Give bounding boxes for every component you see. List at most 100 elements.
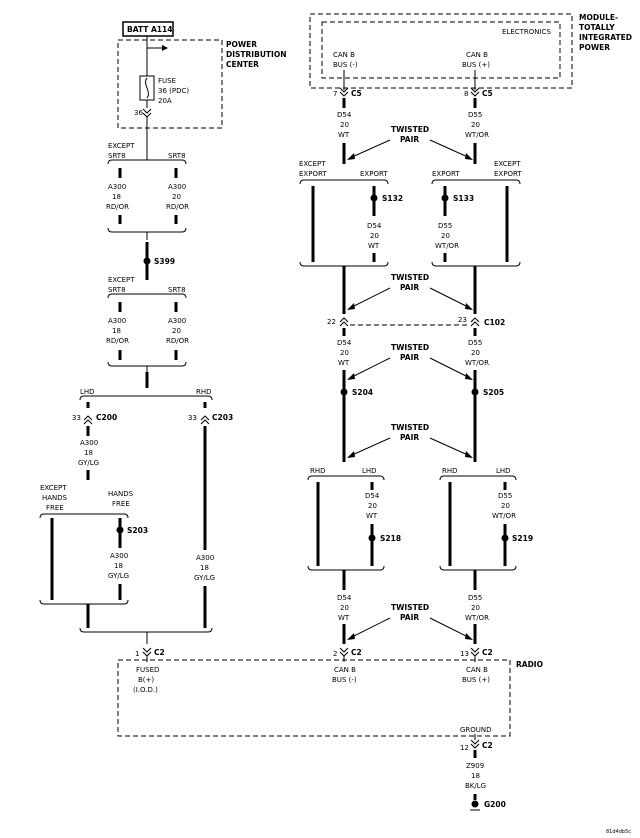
pin1-label: 1	[135, 650, 139, 658]
d54-label: D54	[337, 594, 352, 602]
pin13-label: 13	[460, 650, 469, 658]
c2-label: C2	[154, 648, 165, 657]
s219-label: S219	[512, 534, 533, 543]
rhd-label: RHD	[310, 467, 326, 475]
radio-fused-1-label: FUSED	[136, 666, 159, 674]
d54-label: D54	[367, 222, 382, 230]
pair-label: PAIR	[400, 283, 419, 292]
radio-can-neg-1-label: CAN B	[334, 666, 356, 674]
pin2-label: 2	[333, 650, 337, 658]
g18-label: 18	[471, 772, 480, 780]
fused-b-plus-circuit: BATT A114 POWER DISTRIBUTION CENTER FUSE…	[39, 21, 286, 662]
d55-label: D55	[438, 222, 452, 230]
wt-label: WT	[366, 512, 378, 520]
a300-label: A300	[110, 552, 128, 560]
pin23-label: 23	[458, 316, 467, 324]
pdc-label-1: POWER	[226, 40, 257, 49]
hands-label: HANDS	[42, 494, 68, 502]
except-label: EXCEPT	[299, 160, 326, 168]
g20-label: 20	[172, 327, 181, 335]
lhd-label: LHD	[362, 467, 377, 475]
rhd-label: RHD	[196, 388, 212, 396]
gylg-label: GY/LG	[194, 574, 215, 582]
tipm-box	[309, 13, 573, 89]
ground-icon	[471, 800, 479, 808]
rdor-label: RD/OR	[106, 203, 129, 211]
a300-label: A300	[168, 183, 186, 191]
s399-dot	[143, 257, 151, 265]
pdc-label-3: CENTER	[226, 60, 259, 69]
s132-label: S132	[382, 194, 403, 203]
a300-label: A300	[168, 317, 186, 325]
d54-label: D54	[365, 492, 380, 500]
radio-label: RADIO	[516, 660, 543, 669]
except-label: EXCEPT	[494, 160, 521, 168]
wt-label: WT	[368, 242, 380, 250]
c2-label: C2	[482, 741, 493, 750]
srt8-label: SRT8	[168, 152, 186, 160]
g20-label: 20	[471, 604, 480, 612]
pair-label: PAIR	[400, 433, 419, 442]
a300-label: A300	[108, 183, 126, 191]
a300-label: A300	[196, 554, 214, 562]
c203-label: C203	[212, 413, 233, 422]
g20-label: 20	[340, 121, 349, 129]
export-label: EXPORT	[299, 170, 327, 178]
free-label: FREE	[46, 504, 64, 512]
ground-label: GROUND	[460, 726, 492, 734]
lhd-label: LHD	[496, 467, 511, 475]
except-label: EXCEPT	[108, 142, 135, 150]
wtor-label: WT/OR	[435, 242, 459, 250]
g20-label: 20	[370, 232, 379, 240]
pin7-label: 7	[333, 90, 337, 98]
export-label: EXPORT	[494, 170, 522, 178]
radio-can-pos-1-label: CAN B	[466, 666, 488, 674]
pdc-label-2: DISTRIBUTION	[226, 50, 286, 59]
g18-label: 18	[200, 564, 209, 572]
fuse-label-1: FUSE	[158, 77, 176, 85]
g20-label: 20	[471, 349, 480, 357]
fuse-label-3: 20A	[158, 97, 172, 105]
batt-box	[122, 21, 174, 37]
canb-pos-1-label: CAN B	[466, 51, 488, 59]
wtor-label: WT/OR	[492, 512, 516, 520]
lhd-label: LHD	[80, 388, 95, 396]
wtor-label: WT/OR	[465, 614, 489, 622]
c102-label: C102	[484, 318, 505, 327]
pin22-label: 22	[327, 318, 336, 326]
tipm-line1-label: MODULE-	[579, 13, 618, 22]
c2-label: C2	[482, 648, 493, 657]
can-b-circuit: D54 20 WT D55 20 WT/OR TWISTED PAIR EXCE…	[299, 98, 533, 662]
z909-label: Z909	[466, 762, 484, 770]
radio-fused-3-label: (I.O.D.)	[133, 686, 158, 694]
pin33a-label: 33	[72, 414, 81, 422]
pin12-label: 12	[460, 744, 469, 752]
export-label: EXPORT	[360, 170, 388, 178]
wt-label: WT	[338, 614, 350, 622]
hands-label: HANDS	[108, 490, 134, 498]
wtor-label: WT/OR	[465, 359, 489, 367]
srt8-label: SRT8	[168, 286, 186, 294]
c5-label: C5	[351, 89, 362, 98]
figure-id: 81d4db5c	[606, 829, 631, 835]
free-label: FREE	[112, 500, 130, 508]
a300-label: A300	[80, 439, 98, 447]
s218-label: S218	[380, 534, 401, 543]
wt-label: WT	[338, 131, 350, 139]
pdc-box	[117, 39, 223, 129]
rdor-label: RD/OR	[166, 203, 189, 211]
s205-label: S205	[483, 388, 504, 397]
twisted-label: TWISTED	[391, 603, 429, 612]
rhd-label: RHD	[442, 467, 458, 475]
fuse-pin: 36	[134, 109, 143, 117]
bklg-label: BK/LG	[465, 782, 486, 790]
g18-label: 18	[112, 193, 121, 201]
srt8-label: SRT8	[108, 152, 126, 160]
d55-label: D55	[468, 339, 482, 347]
fuse-label-2: 36 (PDC)	[158, 87, 189, 95]
radio-box	[117, 659, 511, 737]
d55-label: D55	[498, 492, 512, 500]
canb-neg-2-label: BUS (-)	[333, 61, 358, 69]
d54-label: D54	[337, 111, 352, 119]
